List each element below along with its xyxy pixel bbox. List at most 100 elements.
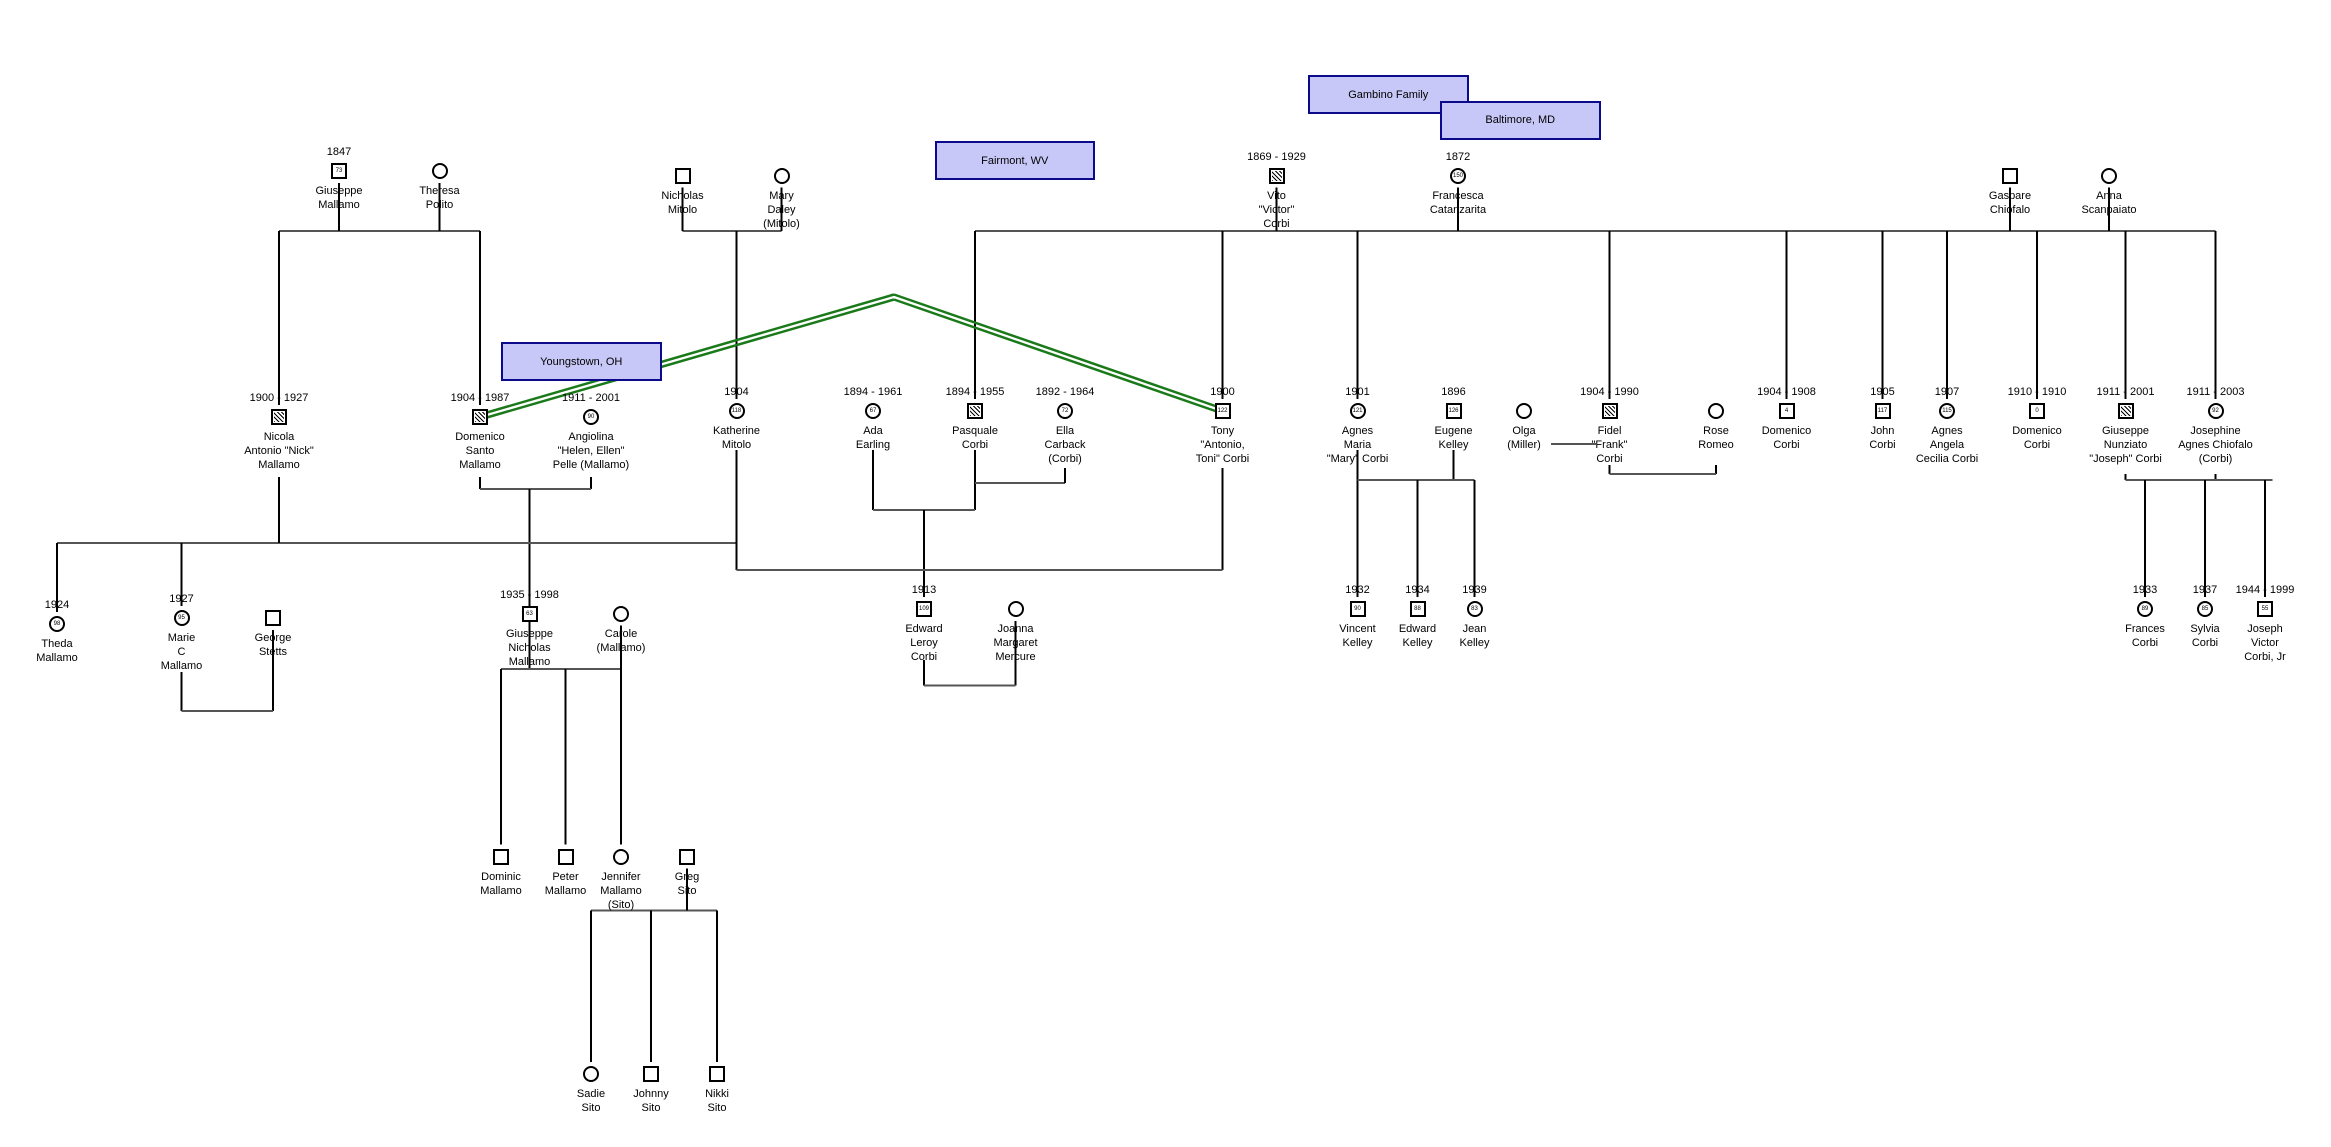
age-label: 63 xyxy=(526,610,533,617)
female-symbol-icon[interactable] xyxy=(1708,403,1724,419)
age-label: 126 xyxy=(1448,408,1459,414)
age-label: 115 xyxy=(1942,408,1952,414)
relationship-line xyxy=(479,298,895,421)
female-symbol-icon[interactable]: 115 xyxy=(1939,403,1955,419)
male-symbol-icon[interactable] xyxy=(709,1066,725,1082)
person-name-agnes_m: Agnes Maria "Mary" Corbi xyxy=(1326,425,1389,465)
person-name-frances: Frances Corbi xyxy=(2125,623,2165,649)
age-label: 90 xyxy=(1354,606,1361,612)
person-name-ada: Ada Earling xyxy=(855,425,891,451)
age-label: 4 xyxy=(1784,408,1789,414)
person-years: 1869 - 1929 xyxy=(1247,150,1306,163)
male-symbol-icon[interactable] xyxy=(679,848,695,865)
male-symbol-icon[interactable]: 4 xyxy=(1778,403,1795,419)
age-label: 72 xyxy=(1061,408,1069,414)
age-label: 55 xyxy=(2261,606,2269,612)
male-symbol-icon[interactable]: 90 xyxy=(1349,601,1366,617)
person-name-fidel: Fidel "Frank" Corbi xyxy=(1591,425,1628,465)
male-symbol-icon[interactable] xyxy=(967,403,983,419)
female-symbol-icon[interactable] xyxy=(2101,167,2117,184)
age-label: 118 xyxy=(731,408,742,414)
place-box-baltimore[interactable]: Baltimore, MD xyxy=(1440,100,1601,140)
person-years: 1904 - 1908 xyxy=(1757,386,1816,398)
female-symbol-icon[interactable]: 89 xyxy=(2137,601,2153,617)
male-symbol-icon[interactable] xyxy=(1268,167,1285,184)
female-symbol-icon[interactable]: 90 xyxy=(583,409,599,425)
male-symbol-icon[interactable]: 88 xyxy=(1409,601,1426,617)
person-name-tony: Tony "Antonio, Toni" Corbi xyxy=(1195,425,1250,465)
male-symbol-icon[interactable]: 73 xyxy=(331,163,347,179)
place-label: Gambino Family xyxy=(1348,88,1429,101)
male-symbol-icon[interactable] xyxy=(472,409,488,425)
female-symbol-icon[interactable]: 95 xyxy=(173,610,190,626)
female-symbol-icon[interactable]: 83 xyxy=(1466,601,1483,617)
age-label: 90 xyxy=(587,414,595,420)
person-name-joseph_jr: Joseph Victor Corbi, Jr xyxy=(2244,623,2286,663)
female-symbol-icon[interactable] xyxy=(773,167,790,184)
female-symbol-icon[interactable] xyxy=(583,1066,599,1082)
relationship-line xyxy=(479,293,895,416)
male-symbol-icon[interactable]: 126 xyxy=(1445,403,1462,419)
person-name-gaspare: Gaspare Chiofalo xyxy=(1988,189,2032,216)
male-symbol-icon[interactable]: 63 xyxy=(521,605,538,622)
place-box-youngstown[interactable]: Youngstown, OH xyxy=(501,342,662,381)
person-name-jennifer: Jennifer Mallamo (Sito) xyxy=(600,870,642,911)
male-symbol-icon[interactable] xyxy=(557,848,574,865)
male-symbol-icon[interactable] xyxy=(674,167,691,184)
female-symbol-icon[interactable]: 72 xyxy=(1057,403,1073,419)
male-symbol-icon[interactable]: 117 xyxy=(1874,403,1891,419)
person-name-nikki: Nikki Sito xyxy=(705,1088,729,1114)
person-years: 1927 xyxy=(169,593,194,605)
female-symbol-icon[interactable]: 121 xyxy=(1349,403,1366,419)
male-symbol-icon[interactable] xyxy=(1601,403,1618,419)
person-name-agnes_a: Agnes Angela Cecilia Corbi xyxy=(1915,425,1979,465)
person-name-nicola: Nicola Antonio "Nick" Mallamo xyxy=(244,431,314,471)
female-symbol-icon[interactable] xyxy=(1516,403,1532,419)
female-symbol-icon[interactable]: 67 xyxy=(865,403,881,419)
person-name-eugene: Eugene Kelley xyxy=(1434,425,1473,451)
person-name-domenico_c1: Domenico Corbi xyxy=(1761,425,1812,451)
female-symbol-icon[interactable]: 92 xyxy=(2207,403,2224,419)
male-symbol-icon[interactable] xyxy=(271,409,287,425)
age-label: 88 xyxy=(1414,606,1421,612)
relationship-line xyxy=(893,293,1223,410)
female-symbol-icon[interactable]: 118 xyxy=(728,403,745,419)
age-label: 117 xyxy=(1877,408,1888,414)
male-symbol-icon[interactable] xyxy=(2117,403,2134,419)
person-years: 1933 xyxy=(2132,584,2158,596)
male-symbol-icon[interactable]: 122 xyxy=(1214,403,1231,419)
place-label: Youngstown, OH xyxy=(540,355,623,368)
age-label: 98 xyxy=(53,621,61,627)
female-symbol-icon[interactable] xyxy=(1007,601,1024,617)
person-name-angiolina: Angiolina "Helen, Ellen" Pelle (Mallamo) xyxy=(552,431,630,471)
person-years: 1894 - 1961 xyxy=(843,386,903,398)
age-label: 95 xyxy=(178,615,185,621)
person-name-giuseppe_nm: Giuseppe Nicholas Mallamo xyxy=(505,627,554,668)
male-symbol-icon[interactable] xyxy=(493,848,509,865)
age-label: 150 xyxy=(1452,172,1463,179)
place-label: Baltimore, MD xyxy=(1485,114,1556,126)
age-label: 73 xyxy=(335,168,343,174)
male-symbol-icon[interactable] xyxy=(265,610,281,626)
person-name-domenico_s: Domenico Santo Mallamo xyxy=(455,431,505,471)
male-symbol-icon[interactable] xyxy=(643,1066,659,1082)
person-name-nicholas_m: Nicholas Mitolo xyxy=(661,189,704,216)
male-symbol-icon[interactable]: 0 xyxy=(2029,403,2045,419)
female-symbol-icon[interactable]: 150 xyxy=(1450,167,1466,184)
person-years: 1872 xyxy=(1445,150,1471,163)
female-symbol-icon[interactable]: 98 xyxy=(49,616,65,632)
person-name-peter: Peter Mallamo xyxy=(544,870,587,897)
male-symbol-icon[interactable]: 109 xyxy=(916,601,932,617)
female-symbol-icon[interactable] xyxy=(431,163,448,179)
place-box-fairmont[interactable]: Fairmont, WV xyxy=(934,141,1095,180)
age-label: 92 xyxy=(2212,408,2219,414)
female-symbol-icon[interactable] xyxy=(613,848,629,865)
person-name-anna: Anna Scanpaiato xyxy=(2081,189,2137,216)
female-symbol-icon[interactable] xyxy=(613,605,629,622)
male-symbol-icon[interactable]: 55 xyxy=(2257,601,2273,617)
female-symbol-icon[interactable]: 85 xyxy=(2197,601,2213,617)
person-years: 1892 - 1964 xyxy=(1035,386,1095,398)
person-years: 1911 - 2003 xyxy=(2186,386,2245,398)
male-symbol-icon[interactable] xyxy=(2002,167,2018,184)
